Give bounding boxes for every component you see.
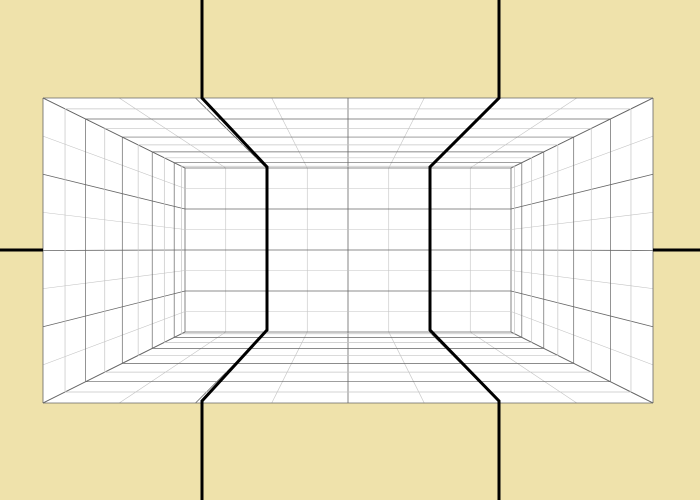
right-wall-line (510, 270, 654, 289)
right-wall-line (510, 331, 654, 404)
left-wall-line (42, 212, 186, 230)
right-wall-line (510, 249, 654, 251)
floor-line (119, 331, 226, 404)
right-wall-line (510, 97, 654, 169)
left-wall-line (42, 135, 186, 189)
ceiling-line (470, 97, 577, 169)
ceiling-line (119, 97, 226, 169)
right-wall-line (510, 173, 654, 210)
left-wall-line (42, 249, 186, 251)
left-wall-line (42, 311, 186, 366)
left-wall-line (42, 270, 186, 289)
floor-line (271, 331, 308, 404)
floor-line (388, 331, 425, 404)
left-wall-line (42, 173, 186, 210)
floor-line (470, 331, 577, 404)
left-wall-line (42, 331, 186, 404)
ceiling-line (271, 97, 308, 169)
ceiling-line (388, 97, 425, 169)
left-divider (200, 0, 269, 500)
ceiling-line (195, 97, 267, 169)
right-wall-line (510, 290, 654, 328)
right-wall-line (510, 311, 654, 366)
right-wall-line (510, 135, 654, 189)
left-wall-line (42, 97, 186, 169)
right-wall-line (510, 212, 654, 230)
right-divider (428, 0, 501, 500)
left-wall-line (42, 290, 186, 328)
perspective-grid (42, 97, 654, 404)
